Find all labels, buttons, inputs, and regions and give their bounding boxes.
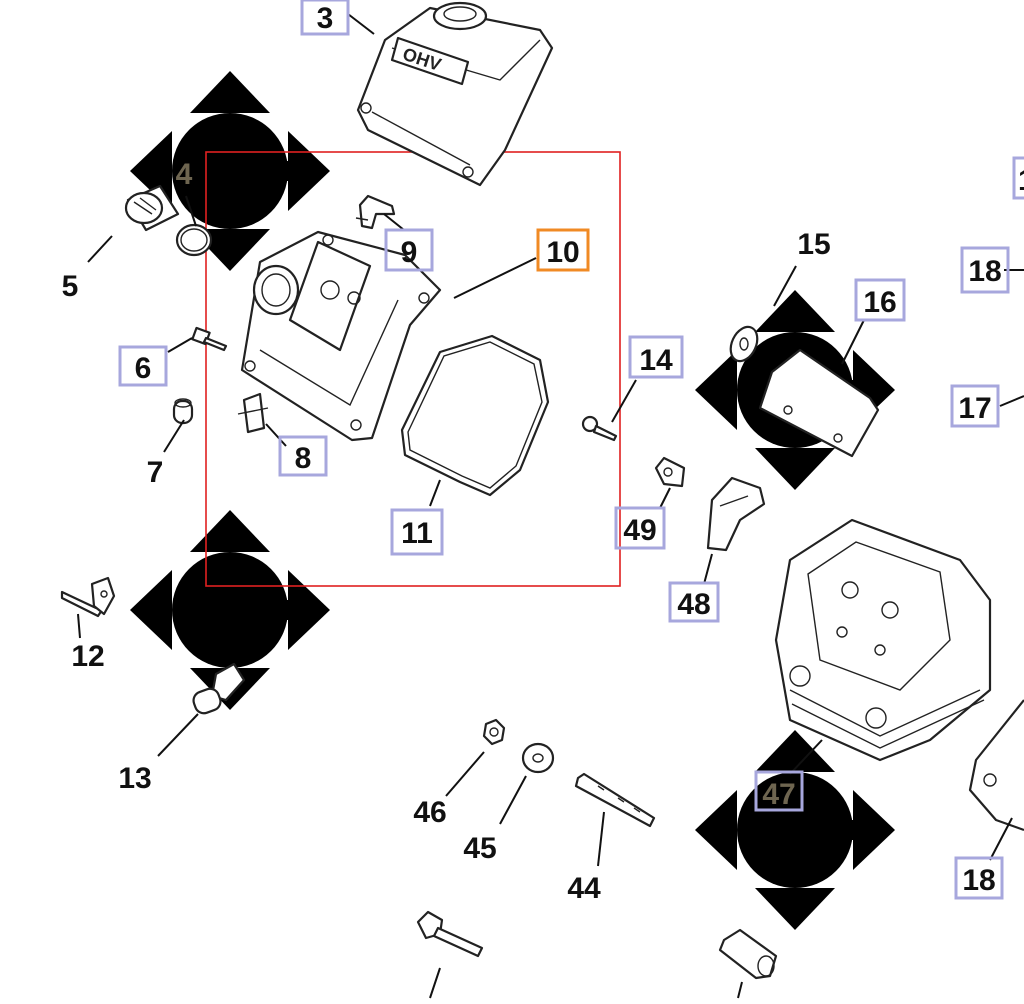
callout-46[interactable]: 46: [413, 796, 446, 829]
part-13-clamp[interactable]: [191, 662, 246, 716]
callout-10-label: 10: [546, 236, 579, 269]
part-46-nut[interactable]: [482, 718, 506, 746]
callout-17-label: 17: [958, 392, 991, 425]
callout-15-label: 15: [797, 228, 830, 261]
part-15-washer[interactable]: [726, 323, 763, 366]
callout-48-label: 48: [677, 588, 710, 621]
part-9-elbow-fitting[interactable]: [355, 194, 396, 230]
part-16-plate[interactable]: [758, 348, 880, 458]
callout-18-upper[interactable]: 18: [960, 246, 1010, 294]
callout-16[interactable]: 16: [854, 278, 906, 322]
callout-18-lower[interactable]: 18: [954, 856, 1004, 900]
part-8-stud[interactable]: [237, 392, 269, 434]
callout-11[interactable]: 11: [390, 508, 444, 556]
part-10-rocker-cover[interactable]: [240, 230, 442, 442]
part-5-oil-filler-cap[interactable]: [124, 184, 180, 232]
callout-45-label: 45: [463, 832, 496, 865]
part-47-cylinder-head[interactable]: [774, 518, 992, 762]
callout-16-label: 16: [863, 286, 896, 319]
callout-1-partial[interactable]: 1: [1012, 156, 1024, 200]
callout-44[interactable]: 44: [567, 872, 601, 905]
callout-47-label: 47: [762, 778, 795, 811]
callout-46-label: 46: [413, 796, 446, 829]
part-6-bolt[interactable]: [191, 326, 228, 352]
callout-49[interactable]: 49: [614, 506, 666, 550]
callout-18-lower-label: 18: [962, 864, 995, 897]
callout-6-label: 6: [135, 352, 152, 385]
part-14-bolt[interactable]: [581, 415, 618, 442]
callout-14-label: 14: [639, 344, 673, 377]
callout-4[interactable]: 4: [176, 158, 193, 191]
watermark-logo-4: [695, 730, 895, 930]
part-3-valve-cover-upper[interactable]: OHV: [356, 1, 554, 187]
callout-45[interactable]: 45: [463, 832, 496, 865]
callout-8-label: 8: [295, 442, 312, 475]
part-48-rocker-arm[interactable]: [706, 476, 766, 552]
callout-11-label: 11: [401, 517, 433, 550]
callout-12[interactable]: 12: [71, 640, 104, 673]
callout-18-upper-label: 18: [968, 255, 1001, 288]
callout-7[interactable]: 7: [147, 456, 164, 489]
leader-lines: [77, 13, 1024, 999]
callout-3-label: 3: [317, 2, 334, 35]
callout-3[interactable]: 3: [300, 0, 350, 36]
part-18-head-gasket[interactable]: [968, 699, 1024, 832]
callout-15[interactable]: 15: [797, 228, 830, 261]
callout-47[interactable]: 47: [754, 770, 804, 812]
callout-44-label: 44: [567, 872, 601, 905]
part-44-stud[interactable]: [574, 772, 656, 828]
callout-8[interactable]: 8: [278, 435, 328, 477]
part-49-block[interactable]: [654, 456, 686, 488]
part-45-washer[interactable]: [521, 742, 555, 774]
callout-17[interactable]: 17: [950, 384, 1000, 428]
callout-5[interactable]: 5: [62, 270, 79, 303]
part-7-sleeve[interactable]: [172, 398, 194, 425]
callout-1-partial-label: 1: [1018, 164, 1024, 197]
callout-5-label: 5: [62, 270, 79, 303]
callout-4-label: 4: [176, 158, 193, 191]
part-12-bracket[interactable]: [60, 576, 116, 618]
callout-6[interactable]: 6: [118, 345, 168, 387]
callout-9-label: 9: [401, 236, 418, 269]
callout-14[interactable]: 14: [628, 335, 684, 379]
callout-10[interactable]: 10: [536, 228, 590, 272]
callout-49-label: 49: [623, 514, 656, 547]
callout-48[interactable]: 48: [668, 581, 720, 623]
callout-13-label: 13: [118, 762, 151, 795]
part-pin-lower[interactable]: [718, 928, 778, 980]
part-bolt-lower[interactable]: [416, 910, 484, 958]
callout-12-label: 12: [71, 640, 104, 673]
callout-13[interactable]: 13: [118, 762, 151, 795]
callout-7-label: 7: [147, 456, 164, 489]
callout-9[interactable]: 9: [384, 228, 434, 272]
part-11-gasket[interactable]: [400, 334, 550, 497]
part-4-o-ring[interactable]: [175, 223, 213, 257]
